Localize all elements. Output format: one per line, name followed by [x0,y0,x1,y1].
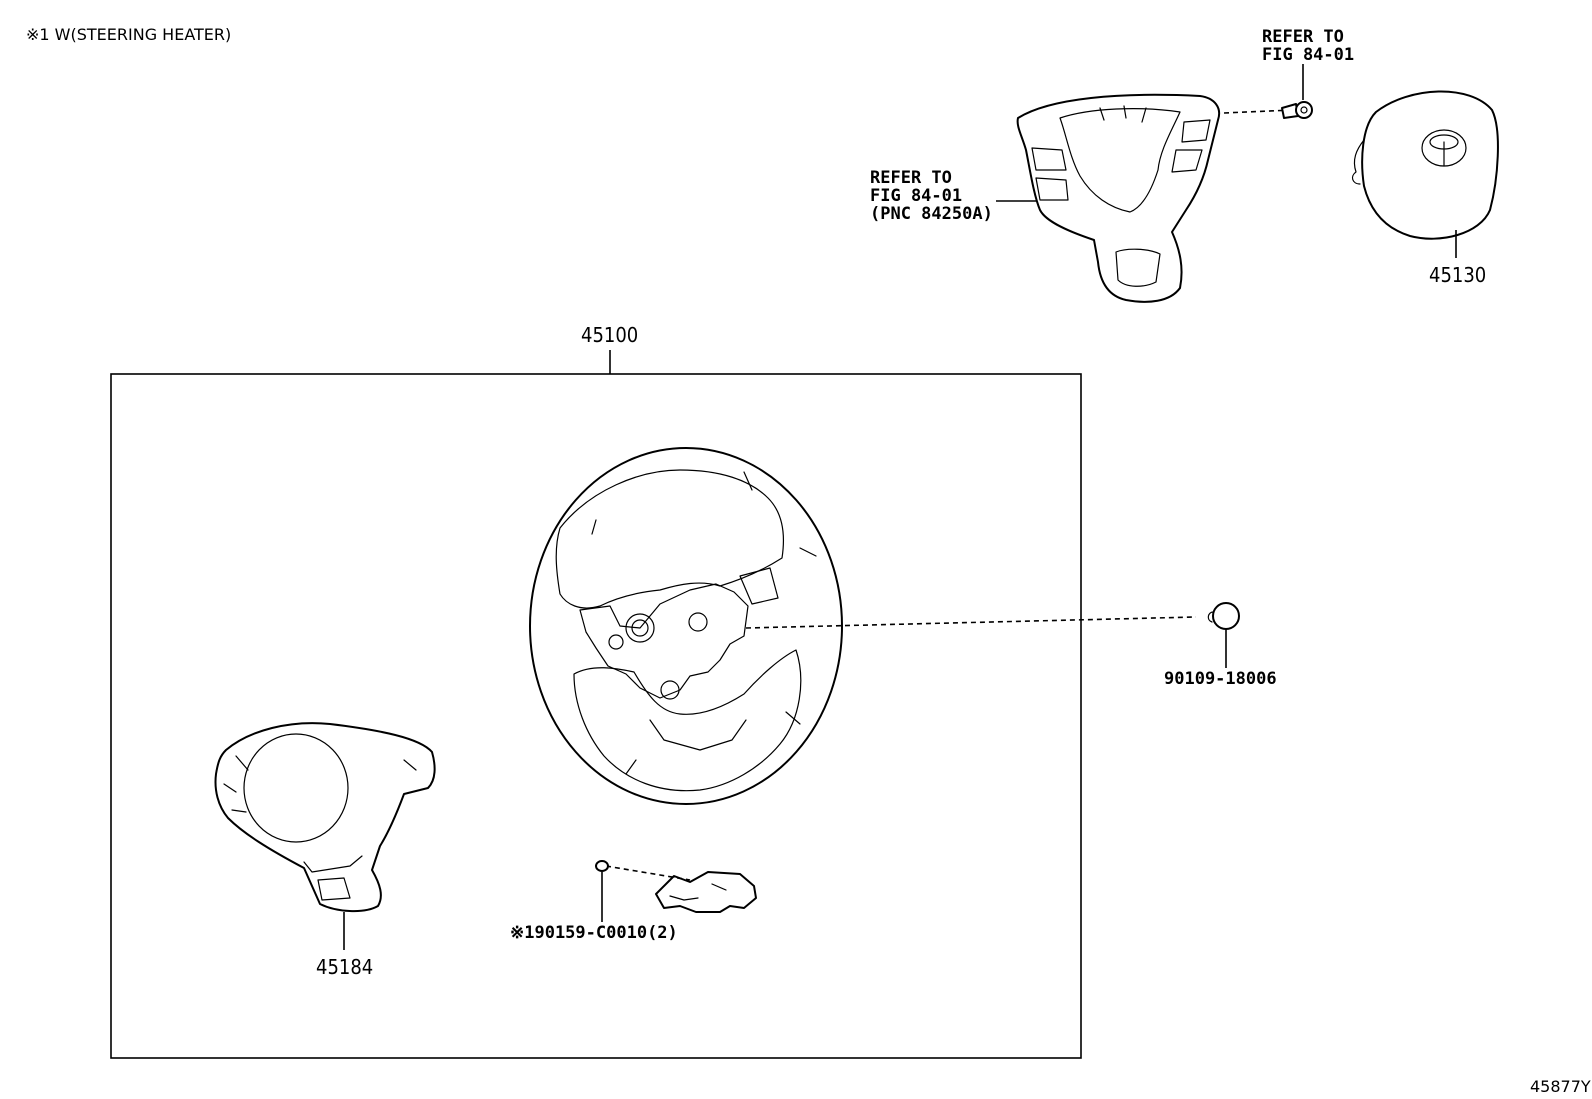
part-90109-label: 90109-18006 [1164,669,1277,689]
plug-illustration [1207,602,1240,630]
refer-to-left-label: REFER TO FIG 84-01 (PNC 84250A) [870,168,993,224]
part-90159-label: ※190159-C0010(2) [510,923,678,943]
switch-bezel-illustration [1016,93,1220,303]
refer-top-line1: REFER TO [1262,27,1344,47]
steering-wheel-illustration [529,447,843,805]
screw-illustration [1281,101,1313,119]
refer-left-line2: FIG 84-01 [870,186,962,206]
screw-dash-line [1223,109,1293,114]
part-45130-label: 45130 [1429,263,1486,287]
part-45184-label: 45184 [316,955,373,979]
part-45100-label: 45100 [581,323,638,347]
steering-heater-note: ※1 W(STEERING HEATER) [26,25,231,44]
refer-left-line1: REFER TO [870,168,952,188]
column-cover-illustration [214,722,436,912]
refer-top-line2: FIG 84-01 [1262,45,1354,65]
airbag-illustration [1351,90,1499,240]
small-screw-illustration [595,860,609,872]
small-screw-dash-line [605,865,691,881]
figure-id: 45877Y [1530,1077,1591,1096]
refer-left-line3: (PNC 84250A) [870,204,993,224]
refer-to-top-label: REFER TO FIG 84-01 [1262,27,1354,65]
assembly-box-45100 [110,373,1082,1059]
heater-bracket-illustration [655,871,757,913]
plug-dash-line [745,616,1197,629]
